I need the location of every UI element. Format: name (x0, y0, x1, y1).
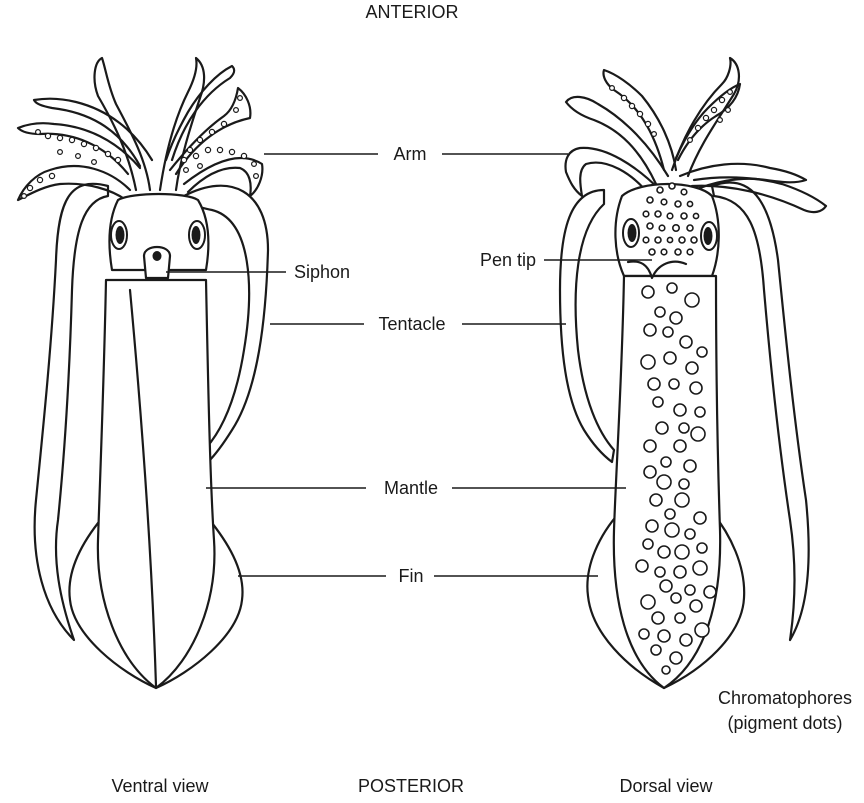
siphon-opening (152, 251, 162, 261)
ventral-arm-4 (16, 122, 142, 176)
ventral-squid (16, 56, 270, 690)
dorsal-arm-7 (674, 82, 742, 162)
siphon-label: Siphon (294, 262, 350, 282)
ventral-arm-6 (168, 86, 252, 176)
ventral-suckers (21, 94, 260, 200)
chromatophores-label-line2: (pigment dots) (727, 713, 842, 733)
dorsal-squid (558, 56, 828, 690)
pen-tip (626, 260, 688, 280)
ventral-arm-7 (182, 156, 264, 198)
ventral-arm-8 (164, 64, 236, 162)
head-chromatophores (642, 182, 700, 256)
dorsal-arm-3 (564, 146, 662, 200)
posterior-label: POSTERIOR (358, 776, 464, 796)
mantle-label: Mantle (384, 478, 438, 498)
dorsal-arm-4 (602, 68, 678, 172)
ventral-left-eye (110, 220, 128, 250)
ventral-arm-2 (158, 56, 206, 192)
dorsal-view-label: Dorsal view (619, 776, 713, 796)
ventral-mantle-line (128, 288, 158, 688)
pen-tip-label: Pen tip (480, 250, 536, 270)
dorsal-left-tentacle (558, 188, 616, 464)
tentacle-label: Tentacle (378, 314, 445, 334)
leader-lines (166, 153, 652, 577)
ventral-left-tentacle (33, 182, 110, 642)
ventral-arm-3 (16, 165, 132, 202)
ventral-head (108, 192, 210, 272)
ventral-mantle (96, 278, 216, 690)
ventral-view-label: Ventral view (111, 776, 209, 796)
anterior-label: ANTERIOR (365, 2, 458, 22)
fin-label: Fin (398, 566, 423, 586)
dorsal-arm-1 (564, 95, 670, 186)
dorsal-right-eye (700, 221, 718, 251)
chromatophores-label-line1: Chromatophores (718, 688, 852, 708)
ventral-arm-5 (32, 97, 154, 168)
dorsal-suckers (608, 84, 733, 144)
dorsal-right-tentacle (710, 181, 810, 642)
dorsal-arm-5 (678, 162, 808, 194)
dorsal-arm-6 (690, 176, 828, 214)
arm-label: Arm (394, 144, 427, 164)
dorsal-arm-2 (670, 56, 740, 178)
ventral-siphon (142, 245, 172, 280)
ventral-right-eye (188, 220, 206, 250)
dorsal-left-eye (622, 218, 640, 248)
mantle-chromatophores (635, 282, 717, 675)
